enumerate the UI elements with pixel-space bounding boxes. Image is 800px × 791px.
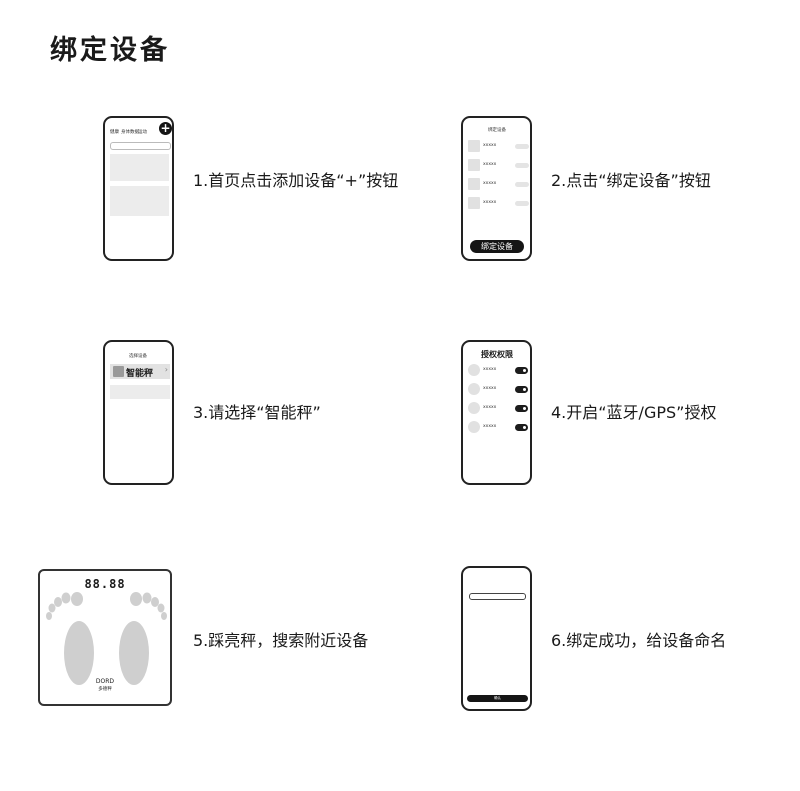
smart-scale-option[interactable]: 智能秤 › [110,364,170,379]
left-foot-icon [46,592,94,685]
scale-brand: DORD [95,678,115,685]
phone3-header: 选择设备 [129,354,147,359]
phone-step6: 确认 [461,566,532,711]
step2-caption: 2.点击“绑定设备”按钮 [551,171,711,190]
phone-step2: 绑定设备 xxxxx xxxxx xxxxx xxxxx 绑定设备 [461,116,532,261]
phone2-header: 绑定设备 [488,128,506,133]
step5-caption: 5.踩亮秤，搜索附近设备 [193,631,369,650]
phone4-header: 授权权限 [481,350,513,359]
device-item-2[interactable]: xxxxx [483,162,497,167]
device-item-4[interactable]: xxxxx [483,200,497,205]
step3-caption: 3.请选择“智能秤” [193,403,321,422]
permission-toggle-1[interactable] [515,367,528,374]
pill-3 [515,182,529,187]
right-foot-icon [119,592,167,685]
tab-health[interactable]: 健康 [110,130,119,135]
permission-icon-1 [468,364,480,376]
permission-item-4: xxxxx [483,424,497,429]
chevron-right-icon: › [164,365,168,374]
device-thumb-3 [468,178,480,190]
pill-1 [515,144,529,149]
scale-brand-sub: 多德秤 [98,687,112,692]
add-device-button[interactable]: + [159,121,172,135]
page-title: 绑定设备 [50,35,170,66]
tab-body-data[interactable]: 身体数据 [121,130,139,135]
scale-thumb [113,366,124,377]
permission-icon-2 [468,383,480,395]
content-card-1 [110,154,169,181]
pill-2 [515,163,529,168]
content-card-2 [110,186,169,216]
device-name-input[interactable] [469,593,526,600]
permission-toggle-2[interactable] [515,386,528,393]
pill-4 [515,201,529,206]
permission-item-1: xxxxx [483,367,497,372]
device-item-3[interactable]: xxxxx [483,181,497,186]
permission-icon-4 [468,421,480,433]
permission-toggle-3[interactable] [515,405,528,412]
device-item-1[interactable]: xxxxx [483,143,497,148]
smart-scale-device: 88.88 DORD 多德秤 [38,569,172,706]
device-thumb-1 [468,140,480,152]
phone-step4: 授权权限 xxxxx xxxxx xxxxx xxxxx [461,340,532,485]
scale-display: 88.88 [84,577,126,591]
bind-device-button[interactable]: 绑定设备 [470,240,524,253]
permission-icon-3 [468,402,480,414]
permission-toggle-4[interactable] [515,424,528,431]
permission-item-2: xxxxx [483,386,497,391]
tab-sport[interactable]: 运动 [138,130,147,135]
permission-item-3: xxxxx [483,405,497,410]
step6-caption: 6.绑定成功，给设备命名 [551,631,727,650]
phone-step3: 选择设备 智能秤 › [103,340,174,485]
device-thumb-2 [468,159,480,171]
smart-scale-label: 智能秤 [126,369,154,379]
step4-caption: 4.开启“蓝牙/GPS”授权 [551,403,717,422]
search-bar[interactable] [110,142,171,150]
confirm-button[interactable]: 确认 [467,695,528,702]
device-thumb-4 [468,197,480,209]
step1-caption: 1.首页点击添加设备“+”按钮 [193,171,399,190]
option-row-2[interactable] [110,385,170,399]
phone-step1: 健康 身体数据 运动 + [103,116,174,261]
